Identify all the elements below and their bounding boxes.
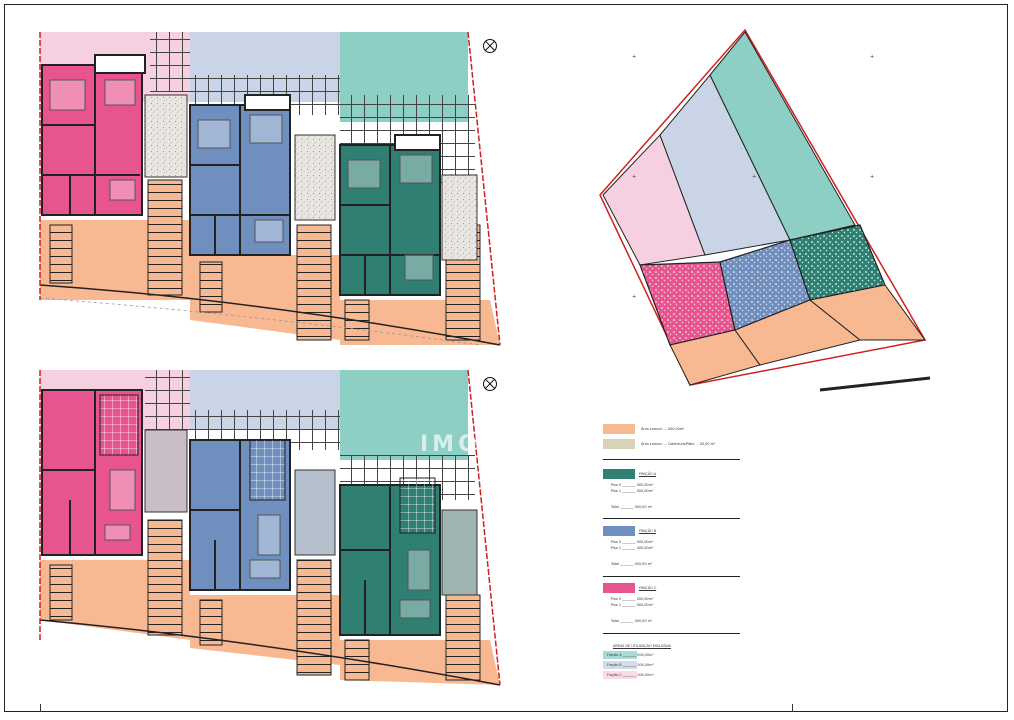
unit-a-line: Piso 1 ________ 000,00m² <box>611 489 654 493</box>
unit-c-swatch <box>603 583 635 593</box>
legend-divider <box>603 518 740 519</box>
house-c-ground <box>41 54 146 216</box>
unit-b-label: FRAÇÃO B <box>639 529 657 533</box>
legend-divider <box>603 633 740 634</box>
unit-c-block: FRAÇÃO C Piso 0 ________ 000,00m² Piso 1… <box>603 583 743 633</box>
garden-c-label: Fração C ________ 000,00m² <box>607 673 654 677</box>
site-garden-a <box>709 31 856 241</box>
unit-a-label: FRAÇÃO A <box>639 472 657 476</box>
svg-text:+: + <box>632 54 636 60</box>
site-plan: + + + + + + <box>599 28 931 392</box>
svg-text:+: + <box>870 54 874 60</box>
legend-item: Área comum ... Cobertura/Pátio ... 00,00… <box>603 439 743 451</box>
unit-c-line: Total ________ 000,00 m² <box>611 619 653 623</box>
garden-a-label: Fração A ________ 000,00m² <box>607 653 654 657</box>
unit-a-block: FRAÇÃO A Piso 0 ________ 000,00m² Piso 1… <box>603 469 743 519</box>
unit-c-label: FRAÇÃO C <box>639 586 657 590</box>
sheet-tick <box>792 704 793 712</box>
unit-a-line: Piso 0 ________ 000,00m² <box>611 483 654 487</box>
garden-b-label: Fração B ________ 000,00m² <box>607 663 654 667</box>
ground-floor-plan <box>39 31 501 346</box>
garden-c-swatch <box>603 671 637 679</box>
svg-text:+: + <box>632 294 636 300</box>
legend-divider <box>603 459 740 460</box>
unit-c-line: Piso 1 ________ 000,00m² <box>611 603 654 607</box>
unit-b-swatch <box>603 526 635 536</box>
unit-b-block: FRAÇÃO B Piso 0 ________ 000,00m² Piso 1… <box>603 526 743 576</box>
svg-text:+: + <box>870 174 874 180</box>
legend-label: Área comum ... 000,00m² <box>641 427 685 431</box>
unit-a-line: Total ________ 000,00 m² <box>611 505 653 509</box>
unit-b-line: Total ________ 000,00 m² <box>611 562 653 566</box>
sheet-tick <box>40 704 41 712</box>
unit-c-line: Piso 0 ________ 000,00m² <box>611 597 654 601</box>
garden-b-swatch <box>603 661 637 669</box>
unit-b-line: Piso 0 ________ 000,00m² <box>611 540 654 544</box>
legend-swatch <box>603 439 635 449</box>
unit-a-swatch <box>603 469 635 479</box>
gardens-block: ÁREAS DE UTILIZAÇÃO EXCLUSIVA Fração A _… <box>603 642 743 682</box>
site-house-c <box>639 261 736 346</box>
first-floor-plan <box>39 369 501 686</box>
watermark: IMO <box>420 432 481 457</box>
north-compass-icon <box>483 39 497 53</box>
svg-text:+: + <box>752 174 756 180</box>
garden-a-swatch <box>603 651 637 659</box>
legend-divider <box>603 576 740 577</box>
gardens-title: ÁREAS DE UTILIZAÇÃO EXCLUSIVA <box>613 644 671 648</box>
svg-text:+: + <box>632 174 636 180</box>
legend: Área comum ... 000,00m² Área comum ... C… <box>603 424 743 459</box>
north-compass-icon <box>483 377 497 391</box>
unit-b-line: Piso 1 ________ 000,00m² <box>611 546 654 550</box>
legend-item: Área comum ... 000,00m² <box>603 424 743 436</box>
legend-label: Área comum ... Cobertura/Pátio ... 00,00… <box>641 442 716 446</box>
legend-swatch <box>603 424 635 434</box>
